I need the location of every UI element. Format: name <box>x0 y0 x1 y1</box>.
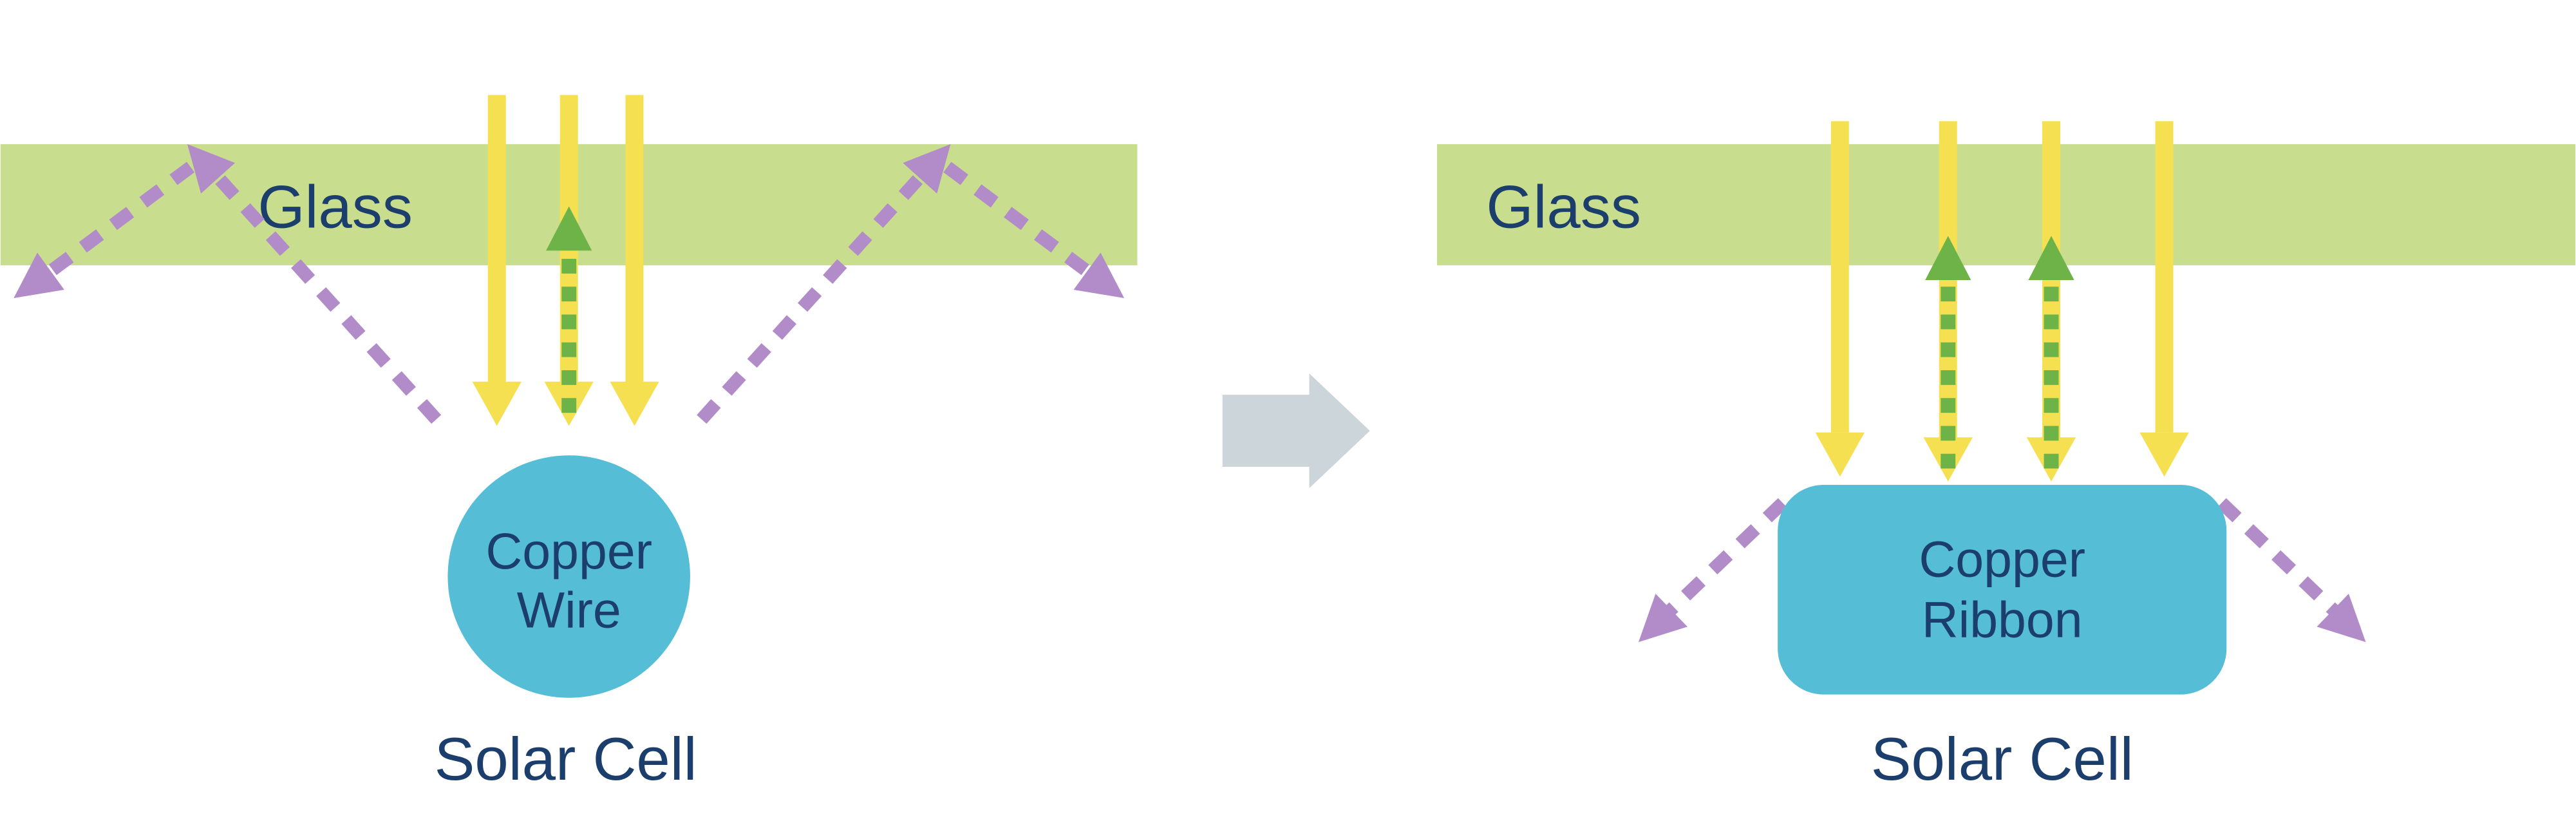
copper-ribbon-label-line1: Copper <box>1919 531 2085 587</box>
reflected-ray-right-up <box>697 144 951 424</box>
arrow-head-down-icon <box>2139 432 2189 477</box>
transform-arrow-icon <box>1222 373 1370 489</box>
glass-layer-right <box>1437 144 2576 266</box>
arrow-head-down-icon <box>610 381 659 426</box>
ray-line-dashed <box>205 164 442 424</box>
recaptured-light-arrow-right-1 <box>1925 236 1971 469</box>
sunlight-arrow-left-1 <box>472 95 522 426</box>
sunlight-arrow-left-3 <box>610 95 659 426</box>
ray-line-dashed <box>2217 498 2341 617</box>
arrow-head-up-icon <box>546 206 592 251</box>
arrow-head-downleft-icon <box>1638 594 1688 643</box>
copper-wire-label-line1: Copper <box>485 523 652 579</box>
solar-cell-caption-right: Solar Cell <box>1871 725 2134 793</box>
arrow-head-down-icon <box>1815 432 1865 477</box>
ray-line-dashed <box>697 164 933 424</box>
recaptured-light-arrow-left <box>546 206 592 413</box>
arrow-head-up-icon <box>2028 236 2074 281</box>
sunlight-arrow-right-4 <box>2139 121 2189 477</box>
recaptured-light-arrow-right-2 <box>2028 236 2074 469</box>
copper-wire-circle <box>447 455 690 698</box>
ray-line-dashed <box>943 162 1105 287</box>
reflected-ray-right-out <box>943 162 1125 299</box>
right-panel: Glass <box>1437 121 2576 793</box>
glass-label-right: Glass <box>1486 173 1641 241</box>
reflected-ray-left-up <box>187 144 442 424</box>
reflected-ray-ribbon-right <box>2217 498 2366 643</box>
solar-cell-caption-left: Solar Cell <box>435 725 697 793</box>
copper-ribbon-label-line2: Ribbon <box>1922 592 2083 648</box>
copper-wire-label-line2: Wire <box>517 581 621 638</box>
ray-line-dashed <box>1663 498 1787 617</box>
arrow-head-down-icon <box>472 381 522 426</box>
ray-line-dashed <box>32 162 195 287</box>
arrow-head-downright-icon <box>2317 594 2366 643</box>
reflected-ray-left-out <box>14 162 195 299</box>
copper-ribbon-rect <box>1778 485 2227 695</box>
sunlight-arrow-right-1 <box>1815 121 1865 477</box>
arrow-head-up-icon <box>1925 236 1971 281</box>
arrow-head-downleft-icon <box>14 252 64 299</box>
arrow-head-upleft-icon <box>187 144 236 194</box>
arrow-head-downright-icon <box>1073 252 1125 299</box>
reflected-ray-ribbon-left <box>1638 498 1787 643</box>
glass-label-left: Glass <box>258 173 413 241</box>
arrow-head-upright-icon <box>903 144 951 194</box>
left-panel: Glass <box>0 95 1138 793</box>
